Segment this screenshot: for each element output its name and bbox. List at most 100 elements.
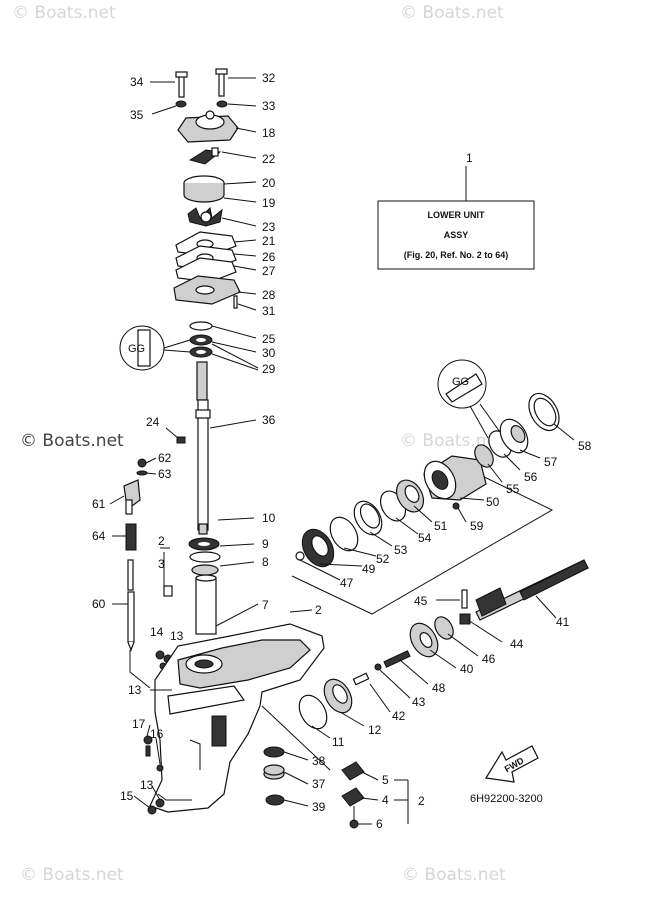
ball-43 [374, 663, 382, 671]
washer-13-lower [155, 798, 165, 808]
callout-52: 52 [376, 552, 390, 566]
plate-5 [341, 761, 365, 781]
assembly-label-box: LOWER UNIT ASSY (Fig. 20, Ref. No. 2 to … [377, 166, 535, 270]
callout-59: 59 [470, 519, 484, 533]
callout-44: 44 [510, 637, 524, 651]
callout-48: 48 [432, 681, 446, 695]
callout-61: 61 [92, 497, 106, 511]
box-line-2: ASSY [444, 230, 469, 240]
washer-38 [263, 746, 285, 758]
seals-29-30 [189, 334, 213, 358]
washer-33 [216, 100, 228, 108]
callout-2: 2 [315, 603, 322, 617]
seal-glyph-right: GG [437, 359, 501, 439]
o-ring-47 [295, 551, 305, 561]
callout-10: 10 [262, 511, 276, 525]
callout-16: 16 [150, 727, 164, 741]
callouts: 1 2 2 3 4 5 2 6 7 8 9 10 11 12 13 13 13 … [92, 71, 592, 831]
callout-23: 23 [262, 220, 276, 234]
callout-47: 47 [340, 576, 354, 590]
watermark-bottom-right: © Boats.net [402, 865, 506, 885]
bearing-12 [323, 678, 353, 714]
bearing-11 [298, 694, 328, 730]
screw-6 [349, 819, 359, 829]
bearing-49 [301, 528, 335, 568]
callout-6: 6 [376, 817, 383, 831]
dog-clutch-46 [434, 616, 454, 640]
callout-54: 54 [418, 531, 432, 545]
callout-43: 43 [412, 695, 426, 709]
callout-13: 13 [170, 629, 184, 643]
callout-21: 21 [262, 234, 276, 248]
callout-15: 15 [120, 789, 134, 803]
callout-18: 18 [262, 126, 276, 140]
leader-lines [109, 77, 575, 825]
callout-30: 30 [262, 346, 276, 360]
washer-52 [329, 516, 359, 552]
washer-63 [136, 470, 148, 476]
callout-2c: 2 [418, 794, 425, 808]
pin-45 [461, 589, 468, 609]
callout-31: 31 [262, 304, 276, 318]
callout-64: 64 [92, 529, 106, 543]
callout-13b: 13 [128, 683, 142, 697]
bolt-17 [143, 735, 153, 745]
callout-5: 5 [382, 773, 389, 787]
callout-4: 4 [382, 793, 389, 807]
propeller-shaft-41 [475, 559, 589, 621]
spring-48 [383, 650, 411, 668]
callout-12: 12 [368, 723, 382, 737]
callout-19: 19 [262, 196, 276, 210]
watermark-bottom-left: © Boats.net [20, 865, 124, 885]
callout-9: 9 [262, 537, 269, 551]
callout-27: 27 [262, 264, 276, 278]
shim-53 [353, 500, 383, 536]
callout-36: 36 [262, 413, 276, 427]
callout-25: 25 [262, 332, 276, 346]
callout-7: 7 [262, 598, 269, 612]
box-line-3: (Fig. 20, Ref. No. 2 to 64) [404, 250, 509, 260]
ring-58 [528, 392, 560, 432]
seal-glyph-text-left: GG [128, 343, 145, 355]
callout-32: 32 [262, 71, 276, 85]
callout-57: 57 [544, 455, 558, 469]
shift-rod-60 [127, 591, 135, 652]
callout-35: 35 [130, 108, 144, 122]
callout-26: 26 [262, 250, 276, 264]
callout-63: 63 [158, 467, 172, 481]
bolt-34 [175, 71, 188, 98]
cartridge-20 [183, 175, 225, 203]
callout-24: 24 [146, 415, 160, 429]
o-ring-25 [189, 321, 213, 331]
screw-59 [452, 502, 460, 510]
propeller-housing-50 [423, 455, 487, 501]
callout-3: 3 [158, 557, 165, 571]
bracket-line [291, 469, 554, 615]
diagram-code: 6H92200-3200 [470, 793, 543, 805]
washer-35 [175, 100, 187, 108]
callout-20: 20 [262, 176, 276, 190]
box-line-1: LOWER UNIT [428, 210, 485, 220]
callout-13c: 13 [140, 778, 154, 792]
bushing-10 [188, 537, 220, 551]
washer-9 [189, 551, 221, 563]
spring-64 [125, 523, 137, 551]
fwd-arrow: FWD [485, 745, 539, 783]
callout-38: 38 [312, 754, 326, 768]
drive-shaft-36 [195, 361, 211, 535]
bolt-32 [215, 68, 228, 97]
pin-44 [459, 613, 471, 625]
callout-49: 49 [362, 562, 376, 576]
watermark-left: © Boats.net [20, 431, 124, 451]
callout-39: 39 [312, 800, 326, 814]
callout-50: 50 [486, 495, 500, 509]
callout-62: 62 [158, 451, 172, 465]
washer-16 [156, 764, 164, 772]
callout-28: 28 [262, 288, 276, 302]
callout-1: 1 [466, 151, 473, 165]
callout-51: 51 [434, 519, 448, 533]
watermark-top-right: © Boats.net [400, 3, 504, 23]
callout-41: 41 [556, 615, 570, 629]
callout-46: 46 [482, 652, 496, 666]
callout-42: 42 [392, 709, 406, 723]
